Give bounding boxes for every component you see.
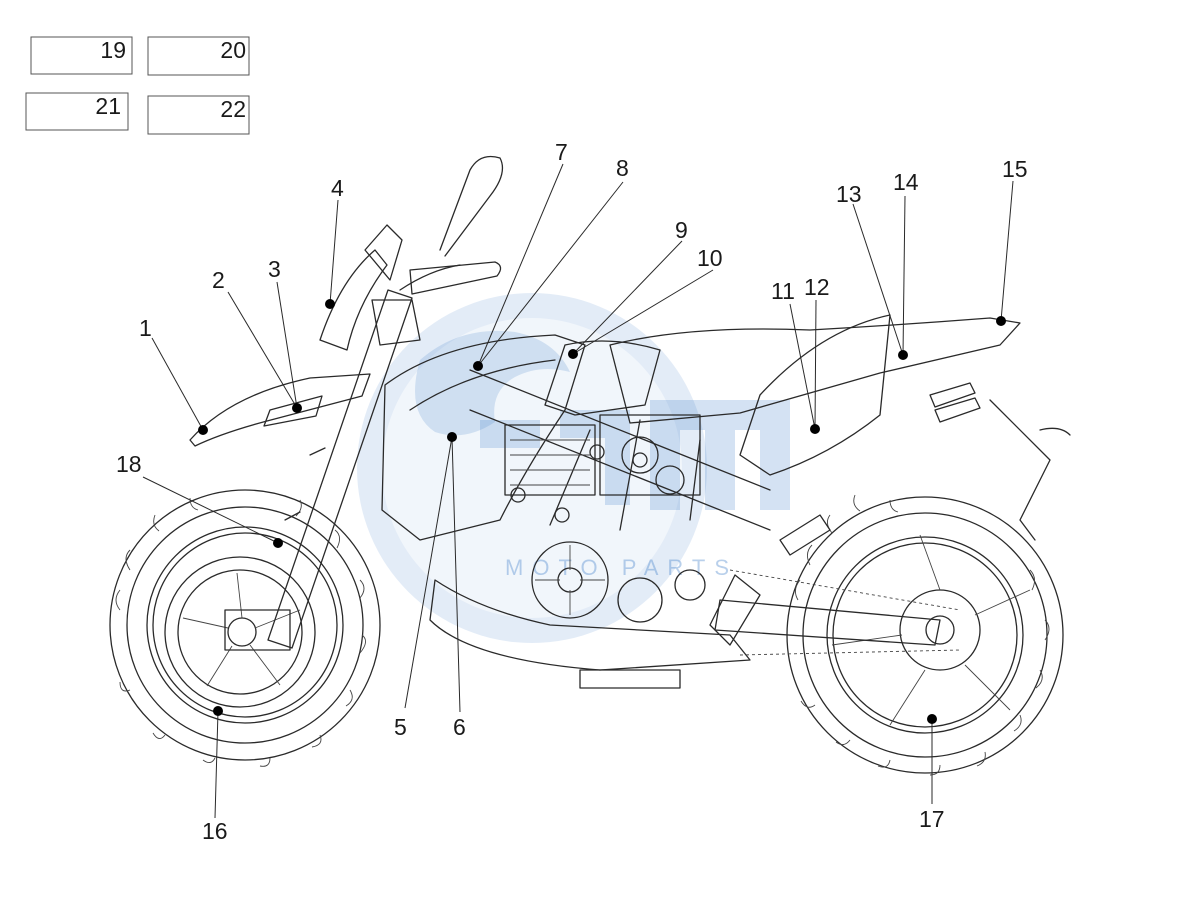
callout-dot-17: [927, 714, 937, 724]
callout-label-4: 4: [331, 175, 344, 201]
callout-label-6: 6: [453, 714, 466, 740]
callout-label-3: 3: [268, 256, 281, 282]
front-fork: [224, 224, 421, 651]
front-wheel: [109, 489, 381, 767]
callout-labels: 1 2 3 4 5 6 7 8 9 10 11 12 13 14 15 16 1…: [116, 139, 1028, 844]
callout-label-10: 10: [697, 245, 723, 271]
legend-box-20: [147, 36, 250, 76]
callout-label-18: 18: [116, 451, 142, 477]
callout-dot-15: [996, 316, 1006, 326]
callout-label-15: 15: [1002, 156, 1028, 182]
callout-dot-13-14: [898, 350, 908, 360]
legend-box-19: [30, 36, 133, 75]
callout-label-12: 12: [804, 274, 830, 300]
leader-lines: [142, 163, 1014, 819]
callout-dot-5-6: [447, 432, 457, 442]
legend-box-20-label: 20: [220, 37, 246, 63]
legend-boxes: 19 20 21 22: [25, 36, 250, 135]
callout-label-11: 11: [771, 278, 795, 304]
callout-label-14: 14: [893, 169, 919, 195]
callout-dot-9-10: [568, 349, 578, 359]
watermark-text: MOTO PARTS: [505, 555, 738, 580]
legend-box-22: [147, 95, 250, 135]
callout-label-17: 17: [919, 806, 945, 832]
engine: [429, 414, 751, 689]
swingarm: [709, 514, 961, 656]
callout-dots: [198, 299, 1006, 724]
callout-label-8: 8: [616, 155, 629, 181]
callout-dot-18: [273, 538, 283, 548]
fuel-tank: [381, 334, 661, 541]
callout-dot-2-3: [292, 403, 302, 413]
legend-box-19-label: 19: [100, 37, 126, 63]
callout-label-16: 16: [202, 818, 228, 844]
callout-dot-11-12: [810, 424, 820, 434]
handlebar-mirror: [399, 155, 504, 295]
legend-box-21-label: 21: [95, 93, 121, 119]
legend-box-21: [25, 92, 129, 131]
callout-label-5: 5: [394, 714, 407, 740]
callout-label-1: 1: [139, 315, 152, 341]
callout-dot-16: [213, 706, 223, 716]
callout-label-7: 7: [555, 139, 568, 165]
rear-wheel: [786, 494, 1064, 776]
callout-dot-7-8: [473, 361, 483, 371]
callout-dot-1: [198, 425, 208, 435]
legend-box-22-label: 22: [220, 96, 246, 122]
frame: [469, 369, 771, 531]
callout-dot-4: [325, 299, 335, 309]
callout-label-2: 2: [212, 267, 225, 293]
front-fender: [189, 373, 371, 447]
callout-label-13: 13: [836, 181, 862, 207]
callout-label-9: 9: [675, 217, 688, 243]
